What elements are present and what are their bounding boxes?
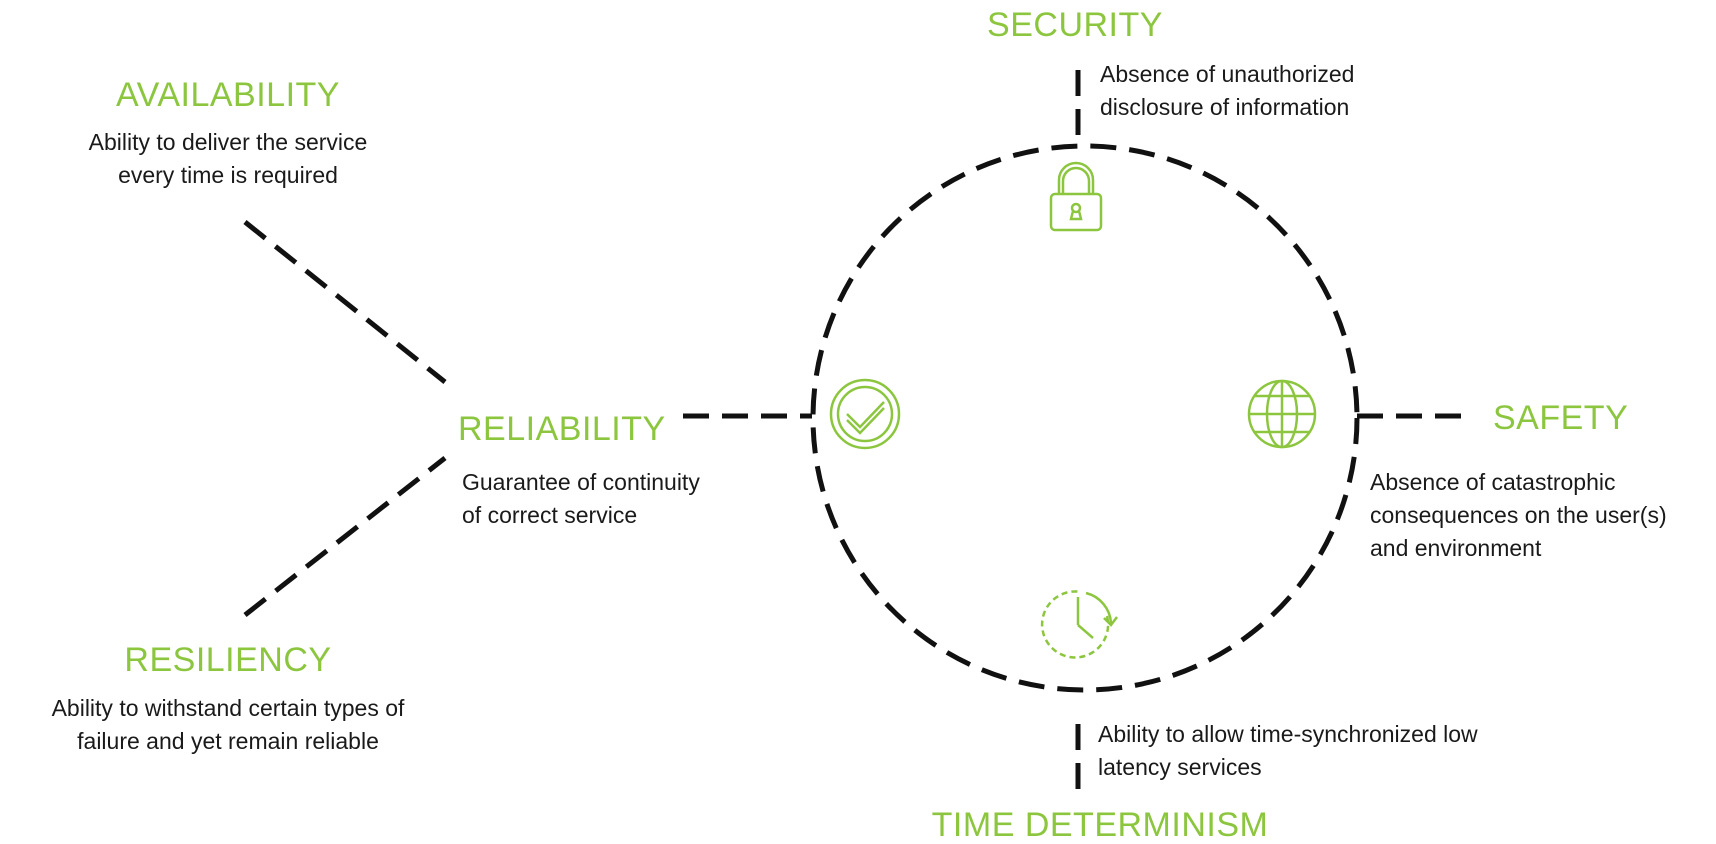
time-determinism-desc-line: Ability to allow time-synchronized low bbox=[1098, 721, 1478, 747]
resiliency-desc-line: Ability to withstand certain types of bbox=[51, 695, 405, 721]
security-title: SECURITY bbox=[987, 6, 1163, 44]
reliability-desc-line: of correct service bbox=[462, 502, 638, 528]
reliability-description: Guarantee of continuity of correct servi… bbox=[462, 466, 700, 532]
reliability-title: RELIABILITY bbox=[458, 410, 666, 448]
availability-title: AVAILABILITY bbox=[116, 76, 340, 114]
availability-connector bbox=[243, 220, 447, 384]
availability-desc-line: Ability to deliver the service bbox=[88, 129, 368, 155]
security-description: Absence of unauthorized disclosure of in… bbox=[1100, 58, 1354, 124]
clock-icon bbox=[1040, 590, 1118, 659]
time-determinism-title: TIME DETERMINISM bbox=[931, 806, 1269, 844]
check-circle-icon bbox=[829, 378, 901, 450]
padlock-icon bbox=[1049, 161, 1103, 232]
resiliency-connector bbox=[243, 456, 447, 617]
safety-desc-line: consequences on the user(s) bbox=[1370, 502, 1667, 528]
reliability-desc-line: Guarantee of continuity bbox=[462, 469, 700, 495]
resiliency-desc-line: failure and yet remain reliable bbox=[77, 728, 379, 754]
resiliency-title: RESILIENCY bbox=[124, 641, 332, 679]
time-determinism-desc-line: latency services bbox=[1098, 754, 1262, 780]
safety-title: SAFETY bbox=[1493, 399, 1629, 437]
security-desc-line: Absence of unauthorized bbox=[1100, 61, 1355, 87]
safety-desc-line: Absence of catastrophic bbox=[1370, 469, 1616, 495]
globe-icon bbox=[1247, 379, 1317, 449]
security-desc-line: disclosure of information bbox=[1100, 94, 1350, 120]
availability-description: Ability to deliver the service every tim… bbox=[0, 126, 456, 192]
resiliency-description: Ability to withstand certain types of fa… bbox=[0, 692, 456, 758]
availability-desc-line: every time is required bbox=[118, 162, 338, 188]
time-determinism-description: Ability to allow time-synchronized low l… bbox=[1098, 718, 1478, 784]
safety-desc-line: and environment bbox=[1370, 535, 1542, 561]
central-dashed-circle bbox=[810, 143, 1360, 693]
safety-description: Absence of catastrophic consequences on … bbox=[1370, 466, 1667, 565]
